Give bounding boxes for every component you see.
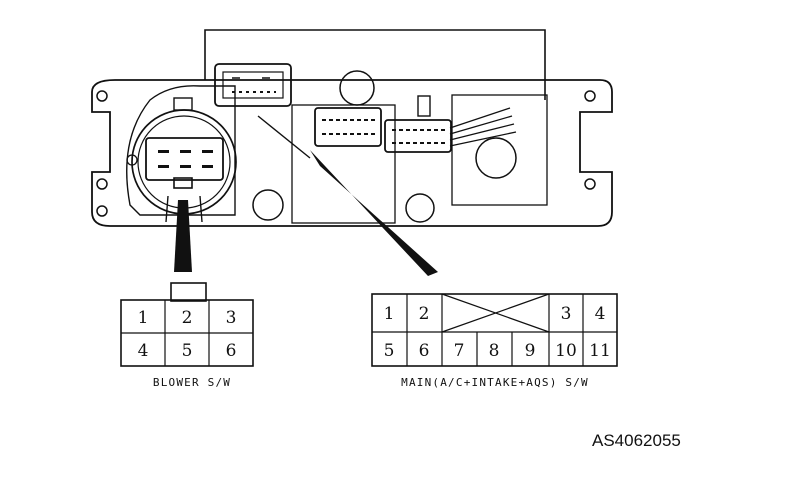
- main-pin: 5: [384, 341, 395, 361]
- main-connector-face: 1 2 3 4 5 6 7 8 9 10 11 MAIN(A/C+INTAKE+…: [371, 293, 618, 389]
- main-pin: 6: [419, 341, 430, 361]
- blower-pin: 1: [138, 308, 149, 328]
- blower-pin: 2: [182, 308, 193, 328]
- blower-pin: 4: [138, 341, 149, 361]
- blower-pin: 6: [226, 341, 237, 361]
- blower-caption: BLOWER S/W: [153, 376, 231, 389]
- main-pin: 8: [489, 341, 500, 361]
- main-pin: 4: [595, 304, 606, 324]
- blower-pin: 3: [226, 308, 237, 328]
- blower-connector-face: 1 2 3 4 5 6 BLOWER S/W: [120, 282, 254, 389]
- main-switch-connectors: [214, 63, 517, 153]
- main-pin: 1: [384, 304, 395, 324]
- switch-panel: [91, 29, 613, 227]
- reference-code: AS4062055: [592, 431, 681, 450]
- main-pin: 11: [589, 341, 611, 361]
- main-pin: 9: [525, 341, 536, 361]
- main-pin: 2: [419, 304, 430, 324]
- main-pin: 7: [454, 341, 465, 361]
- main-pin: 3: [561, 304, 572, 324]
- blower-pin: 5: [182, 341, 193, 361]
- pointer-arrows: [174, 115, 438, 276]
- main-pin: 10: [555, 341, 577, 361]
- main-caption: MAIN(A/C+INTAKE+AQS) S/W: [401, 376, 589, 389]
